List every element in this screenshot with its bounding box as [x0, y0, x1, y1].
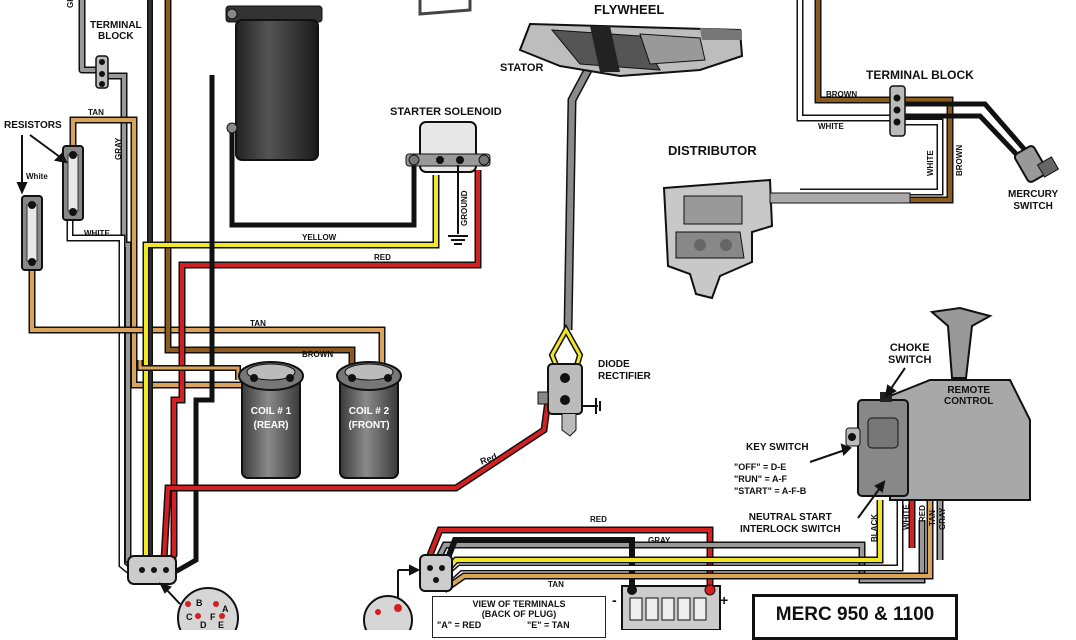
- plug-face-left: [177, 587, 239, 630]
- wire-red-diag: [160, 399, 552, 561]
- distributor: [662, 178, 911, 300]
- key-switch-start: "START" = A-F-B: [734, 486, 807, 496]
- plug-face-right: [363, 595, 413, 630]
- plug-letter-e: E: [218, 620, 225, 630]
- wire-white-right: [796, 0, 890, 122]
- battery: - +: [612, 584, 728, 630]
- starter-solenoid: [405, 121, 491, 173]
- label-coil2: COIL # 2 (FRONT): [348, 406, 390, 431]
- terminal-block-left: [95, 55, 109, 89]
- starter-motor: [225, 5, 323, 161]
- wire-label-tan-bottom: TAN: [548, 580, 564, 589]
- label-choke-switch: CHOKE SWITCH: [888, 342, 932, 366]
- arrow-plug-right: [397, 564, 421, 600]
- wire-gray-stator: [563, 67, 592, 331]
- plug-view-a: "A" = RED: [437, 620, 482, 630]
- label-starter-solenoid: STARTER SOLENOID: [390, 106, 502, 118]
- arrow-plug-left: [159, 582, 181, 605]
- wire-white-right-vertical: [800, 118, 944, 196]
- arrow-neutral: [857, 480, 886, 519]
- arrow-resistors: [16, 134, 68, 195]
- label-coil1: COIL # 1 (REAR): [250, 406, 292, 431]
- wire-yellow-rectifier: [548, 323, 584, 377]
- label-stator: STATOR: [500, 62, 544, 74]
- wire-label-red-bottom: RED: [590, 515, 607, 524]
- wire-label-white-left: WHITE: [84, 229, 110, 238]
- wire-label-tan-mid: TAN: [250, 319, 266, 328]
- label-flywheel: FLYWHEEL: [594, 2, 665, 17]
- label-terminal-block-left: TERMINAL BLOCK: [90, 20, 142, 42]
- wire-tan-mid: [28, 262, 386, 378]
- label-mercury-switch: MERCURY SWITCH: [1008, 189, 1059, 212]
- wire-label-gray-mid: GRAY: [114, 137, 123, 160]
- resistor-2: [62, 145, 84, 221]
- terminal-block-right: [889, 85, 906, 137]
- harness-plug-right: [419, 554, 453, 592]
- wire-label-gray-left: GRAY: [66, 0, 75, 8]
- label-resistors: RESISTORS: [4, 120, 62, 131]
- wire-label-red-remote: RED: [918, 505, 927, 522]
- wire-label-ground: GROUND: [460, 190, 469, 226]
- wire-label-brown-coil: BROWN: [302, 350, 334, 359]
- svg-text:+: +: [720, 592, 728, 608]
- remote-control: [845, 306, 1031, 501]
- plug-letter-b: B: [196, 598, 203, 608]
- plug-letter-c: C: [186, 612, 193, 622]
- wire-black-left: [147, 0, 155, 571]
- wire-label-tan-top: TAN: [88, 108, 104, 117]
- wire-label-white-right-vertical: WHITE: [926, 150, 935, 176]
- svg-text:-: -: [612, 592, 617, 608]
- wire-label-brown-right: BROWN: [826, 90, 858, 99]
- key-switch-off: "OFF" = D-E: [734, 462, 787, 472]
- key-switch-run: "RUN" = A-F: [734, 474, 787, 484]
- wire-black-motor: [173, 75, 417, 575]
- wire-brown-coil: [164, 0, 356, 372]
- wire-tan-top: [69, 116, 256, 389]
- wire-label-yellow: YELLOW: [302, 233, 337, 242]
- wire-label-tan-remote: TAN: [928, 510, 937, 526]
- resistor-1: [21, 195, 43, 271]
- label-distributor: DISTRIBUTOR: [668, 143, 757, 158]
- wire-label-black-remote: BLACK: [870, 514, 879, 542]
- plug-letter-f: F: [210, 612, 216, 622]
- wire-brown-right-vertical: [900, 96, 954, 204]
- wire-tan-coil: [137, 360, 241, 380]
- flywheel: [518, 22, 744, 78]
- wire-label-gray-remote: GRAY: [938, 507, 947, 530]
- diode-rectifier: [537, 363, 601, 437]
- wire-label-gray-bottom: GRAY: [648, 536, 671, 545]
- arrow-key-switch: [809, 443, 852, 463]
- top-bracket: [418, 0, 472, 16]
- coil-2: [336, 361, 402, 479]
- arrow-choke: [884, 367, 906, 398]
- wire-brown-right: [814, 0, 890, 104]
- coil-1: [238, 361, 304, 479]
- label-key-switch: KEY SWITCH: [746, 442, 809, 453]
- wire-label-white-resistor: White: [26, 172, 48, 181]
- harness-plug-left: [127, 555, 177, 585]
- label-terminal-block-right: TERMINAL BLOCK: [866, 68, 974, 82]
- plug-view-title: VIEW OF TERMINALS (BACK OF PLUG): [472, 599, 566, 619]
- wire-red-top: [161, 170, 482, 574]
- plug-terminal-view: VIEW OF TERMINALS (BACK OF PLUG) "A" = R…: [432, 596, 606, 638]
- plug-view-e: "E" = TAN: [527, 620, 570, 630]
- label-remote-control: REMOTE CONTROL: [944, 385, 994, 407]
- wire-black-mercury: [905, 101, 1027, 160]
- ground-symbol: [448, 165, 468, 245]
- plug-letter-d: D: [200, 620, 207, 630]
- wire-label-white-remote: WHITE: [902, 504, 911, 530]
- label-diode-rectifier: DIODE RECTIFIER: [598, 359, 651, 382]
- diagram-title: MERC 950 & 1100: [752, 594, 958, 640]
- plug-letter-a: A: [222, 604, 229, 614]
- label-neutral-start: NEUTRAL START INTERLOCK SWITCH: [740, 512, 841, 535]
- mercury-switch: [1013, 145, 1060, 183]
- wire-label-white-right: WHITE: [818, 122, 844, 131]
- wire-label-red-top: RED: [374, 253, 391, 262]
- wire-label-brown-right-vertical: BROWN: [955, 144, 964, 176]
